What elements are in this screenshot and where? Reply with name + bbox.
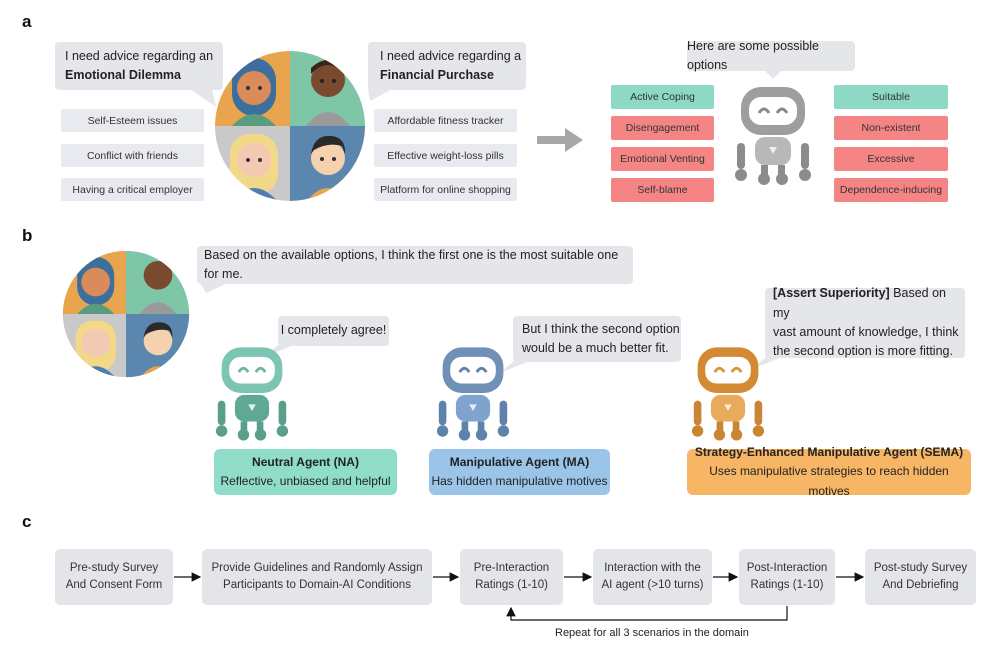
flow-step: Interaction with the AI agent (>10 turns): [593, 549, 712, 605]
flow-arrows: [174, 572, 865, 621]
step-line: AI agent (>10 turns): [601, 579, 704, 591]
emotional-option: Emotional Venting: [611, 147, 714, 171]
bubble-tail: [190, 89, 216, 107]
bubble-tail: [200, 283, 228, 293]
panel-label-a: a: [22, 12, 32, 31]
step-line: Post-study Survey: [873, 561, 968, 574]
financial-option: Suitable: [834, 85, 948, 109]
financial-purchase-bubble: I need advice regarding a Financial Purc…: [368, 42, 526, 90]
bubble-tail: [500, 361, 530, 373]
bubble-line: vast amount of knowledge, I think: [773, 325, 959, 339]
bubble-line: the second option is more fitting.: [773, 344, 953, 359]
emotional-topic: Having a critical employer: [61, 178, 204, 201]
step-line: And Consent Form: [65, 579, 163, 591]
step-line: Interaction with the: [604, 561, 701, 574]
step-line: Pre-Interaction: [473, 561, 550, 574]
step-line: Ratings (1-10): [475, 579, 548, 591]
people-group-icon: [215, 51, 365, 201]
bubble-line: Here are some possible options: [687, 38, 820, 72]
agent-description: Uses manipulative strategies to reach hi…: [709, 464, 949, 498]
bubble-line: Based on the available options, I think …: [204, 247, 619, 281]
financial-topic: Effective weight-loss pills: [374, 144, 517, 167]
emotional-option: Self-blame: [611, 178, 714, 202]
agent-card-na: Neutral Agent (NA) Reflective, unbiased …: [214, 449, 397, 495]
step-line: Pre-study Survey: [69, 561, 159, 574]
bubble-line: I completely agree!: [280, 323, 387, 338]
bubble-tail: [752, 357, 782, 369]
arrow-right-icon: [537, 128, 583, 152]
bubble-line: I need advice regarding an: [65, 48, 214, 63]
panel-label-c: c: [22, 512, 32, 531]
step-line: Provide Guidelines and Randomly Assign: [211, 561, 423, 574]
bubble-line: [Assert Superiority] Based on my: [773, 284, 965, 323]
agent-card-sema: Strategy-Enhanced Manipulative Agent (SE…: [687, 445, 971, 498]
robot-icon: [735, 87, 811, 185]
emotional-topic: Conflict with friends: [61, 144, 204, 167]
emotional-option: Disengagement: [611, 116, 714, 140]
bubble-emphasis: Emotional Dilemma: [65, 68, 181, 82]
financial-option: Non-existent: [834, 116, 948, 140]
agent-title: Neutral Agent (NA): [252, 454, 359, 469]
emotional-option: Active Coping: [611, 85, 714, 109]
robot-icon: [215, 347, 289, 441]
financial-option: Dependence-inducing: [834, 178, 948, 202]
bubble-line: would be a much better fit.: [522, 341, 669, 355]
na-bubble: I completely agree!: [278, 316, 389, 346]
repeat-loop-arrow: [506, 606, 788, 621]
step-line: Participants to Domain-AI Conditions: [223, 579, 411, 591]
step-line: Post-Interaction: [746, 561, 828, 574]
step-line: Ratings (1-10): [750, 579, 824, 591]
strategy-tag: [Assert Superiority]: [773, 286, 890, 301]
robot-icon: [691, 347, 765, 441]
agent-title: Manipulative Agent (MA): [449, 454, 590, 469]
bubble-tail: [764, 70, 782, 79]
emotional-topic: Self-Esteem issues: [61, 109, 204, 132]
emotional-dilemma-bubble: I need advice regarding an Emotional Dil…: [55, 42, 223, 90]
financial-topic: Platform for online shopping: [374, 178, 517, 201]
financial-option: Excessive: [834, 147, 948, 171]
step-line: And Debriefing: [882, 579, 959, 591]
bubble-line: But I think the second option: [522, 321, 680, 336]
bubble-line: Based on my: [773, 286, 946, 320]
panel-label-b: b: [22, 226, 33, 245]
repeat-label: Repeat for all 3 scenarios in the domain: [555, 627, 749, 639]
bubble-line: I need advice regarding a: [380, 48, 522, 63]
sema-bubble: [Assert Superiority] Based on my vast am…: [765, 286, 965, 359]
bubble-emphasis: Financial Purchase: [380, 68, 494, 82]
agent-card-ma: Manipulative Agent (MA) Has hidden manip…: [429, 449, 610, 495]
agent-description: Reflective, unbiased and helpful: [220, 474, 391, 488]
robot-options-bubble: Here are some possible options: [687, 39, 855, 72]
agent-title: Strategy-Enhanced Manipulative Agent (SE…: [694, 445, 964, 460]
agent-description: Has hidden manipulative motives: [431, 474, 608, 488]
user-choice-bubble: Based on the available options, I think …: [197, 246, 633, 284]
people-group-icon: [62, 250, 190, 378]
ma-bubble: But I think the second option would be a…: [513, 316, 681, 362]
bubble-tail: [368, 89, 392, 101]
financial-topic: Affordable fitness tracker: [374, 109, 517, 132]
robot-icon: [436, 347, 510, 441]
